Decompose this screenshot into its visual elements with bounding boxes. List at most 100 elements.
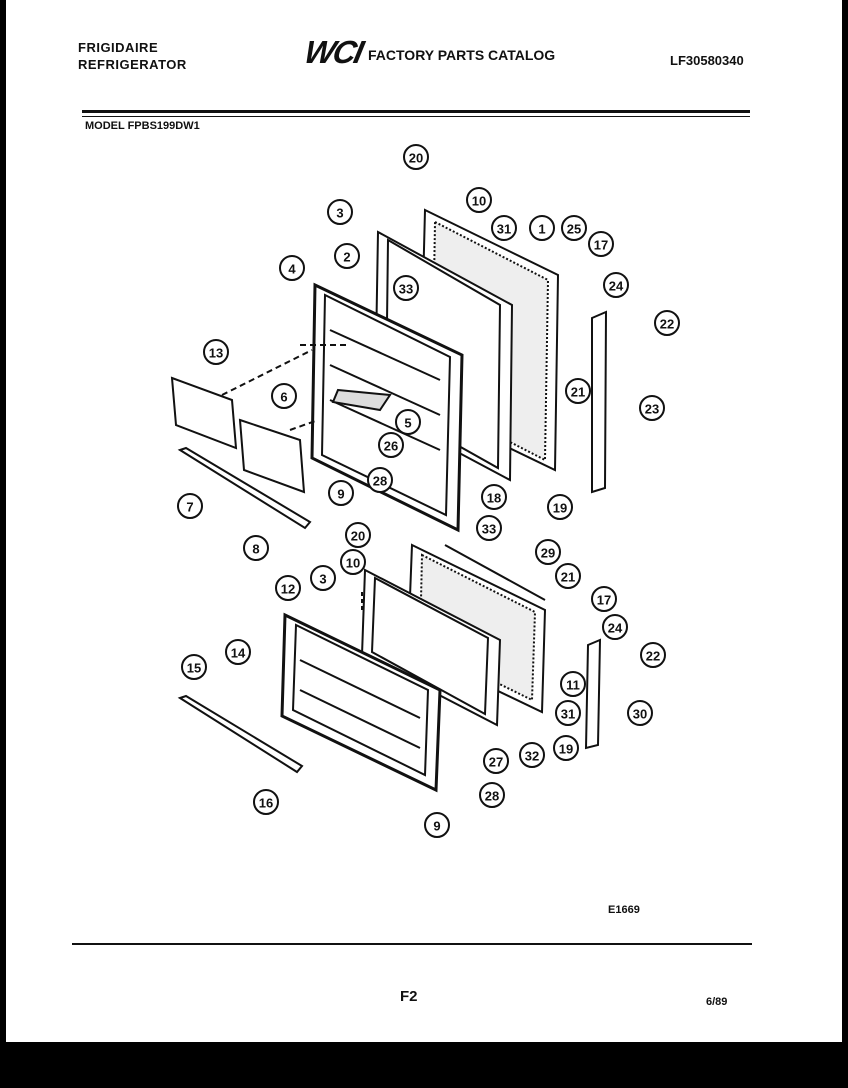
callout-circle bbox=[483, 748, 509, 774]
callout-circle bbox=[654, 310, 680, 336]
callout-circle bbox=[367, 467, 393, 493]
callout-11: 11 bbox=[560, 671, 586, 697]
callout-25: 25 bbox=[561, 215, 587, 241]
callout-number: 19 bbox=[559, 742, 573, 757]
catalog-title: FACTORY PARTS CATALOG bbox=[368, 47, 556, 63]
callout-number: 21 bbox=[571, 385, 585, 400]
callout-circle bbox=[243, 535, 269, 561]
callout-29: 29 bbox=[535, 539, 561, 565]
callout-number: 31 bbox=[497, 222, 511, 237]
callout-circle bbox=[555, 700, 581, 726]
callout-number: 24 bbox=[609, 279, 624, 294]
callout-21: 21 bbox=[565, 378, 591, 404]
callout-circle bbox=[535, 539, 561, 565]
callout-circle bbox=[378, 432, 404, 458]
callout-circle bbox=[334, 243, 360, 269]
callout-number: 12 bbox=[281, 582, 295, 597]
callout-circle bbox=[560, 671, 586, 697]
callout-number: 16 bbox=[259, 796, 273, 811]
callout-6: 6 bbox=[271, 383, 297, 409]
callout-circle bbox=[591, 586, 617, 612]
shelf-bin-13 bbox=[170, 376, 238, 450]
callout-1: 1 bbox=[529, 215, 555, 241]
callout-circle bbox=[310, 565, 336, 591]
callout-number: 29 bbox=[541, 546, 555, 561]
callout-14: 14 bbox=[225, 639, 251, 665]
callout-19: 19 bbox=[553, 735, 579, 761]
callout-15: 15 bbox=[181, 654, 207, 680]
callout-circle bbox=[393, 275, 419, 301]
callout-19: 19 bbox=[547, 494, 573, 520]
callout-26: 26 bbox=[378, 432, 404, 458]
callout-circle bbox=[476, 515, 502, 541]
callout-2: 2 bbox=[334, 243, 360, 269]
callout-circle bbox=[253, 789, 279, 815]
callout-number: 2 bbox=[343, 250, 350, 265]
callout-number: 15 bbox=[187, 661, 201, 676]
callout-number: 22 bbox=[646, 649, 660, 664]
product-type: REFRIGERATOR bbox=[78, 57, 187, 72]
callout-17: 17 bbox=[591, 586, 617, 612]
callout-circle bbox=[640, 642, 666, 668]
revision-date: 6/89 bbox=[706, 996, 728, 1008]
callout-circle bbox=[555, 563, 581, 589]
lower-handle bbox=[584, 638, 602, 750]
callout-circle bbox=[479, 782, 505, 808]
callout-number: 21 bbox=[561, 570, 575, 585]
header-rule-thin bbox=[82, 116, 750, 117]
lower-door-gasket bbox=[360, 568, 502, 727]
callout-number: 9 bbox=[337, 487, 344, 502]
callout-16: 16 bbox=[253, 789, 279, 815]
part-number: LF30580340 bbox=[670, 53, 744, 68]
callout-number: 28 bbox=[485, 789, 499, 804]
callout-circle bbox=[279, 255, 305, 281]
callout-number: 4 bbox=[288, 262, 296, 277]
callout-circle bbox=[327, 199, 353, 225]
callout-number: 5 bbox=[404, 416, 411, 431]
callout-number: 17 bbox=[597, 593, 611, 608]
callout-28: 28 bbox=[367, 467, 393, 493]
callout-number: 14 bbox=[231, 646, 246, 661]
callout-9: 9 bbox=[424, 812, 450, 838]
callout-number: 24 bbox=[608, 621, 623, 636]
callout-22: 22 bbox=[654, 310, 680, 336]
callout-number: 22 bbox=[660, 317, 674, 332]
callout-circle bbox=[345, 522, 371, 548]
callout-31: 31 bbox=[555, 700, 581, 726]
callout-4: 4 bbox=[279, 255, 305, 281]
callout-32: 32 bbox=[519, 742, 545, 768]
callout-number: 1 bbox=[538, 222, 545, 237]
callout-circle bbox=[547, 494, 573, 520]
callout-circle bbox=[565, 378, 591, 404]
callout-number: 3 bbox=[319, 572, 326, 587]
callout-number: 27 bbox=[489, 755, 503, 770]
callout-circle bbox=[203, 339, 229, 365]
callout-5: 5 bbox=[395, 409, 421, 435]
callout-number: 23 bbox=[645, 402, 659, 417]
callout-10: 10 bbox=[466, 187, 492, 213]
callout-number: 8 bbox=[252, 542, 259, 557]
callout-circle bbox=[519, 742, 545, 768]
callout-circle bbox=[181, 654, 207, 680]
callout-30: 30 bbox=[627, 700, 653, 726]
callout-10: 10 bbox=[340, 549, 366, 575]
callout-28: 28 bbox=[479, 782, 505, 808]
callout-9: 9 bbox=[328, 480, 354, 506]
upper-handle bbox=[591, 310, 608, 494]
callout-27: 27 bbox=[483, 748, 509, 774]
callout-20: 20 bbox=[403, 144, 429, 170]
lower-trim-strip bbox=[177, 694, 304, 774]
page-number: F2 bbox=[400, 988, 418, 1005]
callout-circle bbox=[627, 700, 653, 726]
callout-13: 13 bbox=[203, 339, 229, 365]
callout-33: 33 bbox=[476, 515, 502, 541]
brand-name: FRIGIDAIRE bbox=[78, 40, 159, 55]
callout-8: 8 bbox=[243, 535, 269, 561]
callout-circle bbox=[466, 187, 492, 213]
callout-number: 17 bbox=[594, 238, 608, 253]
callout-number: 10 bbox=[346, 556, 360, 571]
callout-circle bbox=[424, 812, 450, 838]
callout-12: 12 bbox=[275, 575, 301, 601]
callout-number: 13 bbox=[209, 346, 223, 361]
